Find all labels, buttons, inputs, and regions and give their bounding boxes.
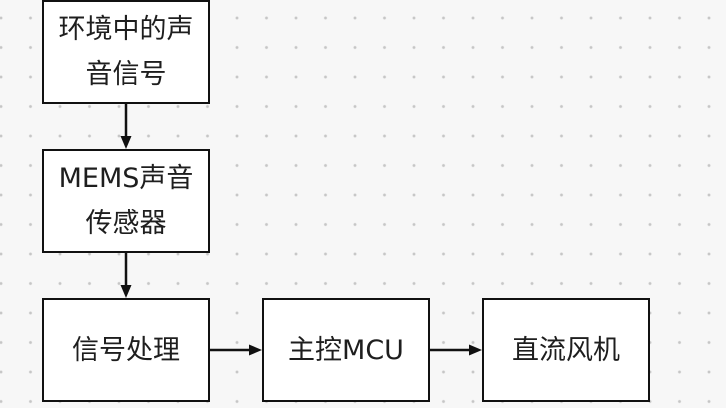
arrow-mcu-to-fan [430,344,482,356]
node-label-line: 信号处理 [72,334,180,366]
node-label-line: 主控MCU [288,334,404,366]
node-label-line: 音信号 [85,59,167,90]
node-label-line: MEMS声音 [58,163,194,194]
node-dc-fan: 直流风机 [482,298,650,402]
node-label-line: 直流风机 [512,334,620,366]
arrow-signal-processing-to-mcu [210,344,262,356]
node-label-line: 环境中的声 [58,14,194,45]
node-label-line: 传感器 [85,208,167,239]
node-main-mcu: 主控MCU [262,298,430,402]
node-ambient-sound-signal: 环境中的声 音信号 [42,0,210,104]
arrow-ambient-to-mems [120,104,132,149]
node-mems-sound-sensor: MEMS声音 传感器 [42,149,210,253]
arrow-mems-to-signal-processing [120,253,132,298]
node-signal-processing: 信号处理 [42,298,210,402]
